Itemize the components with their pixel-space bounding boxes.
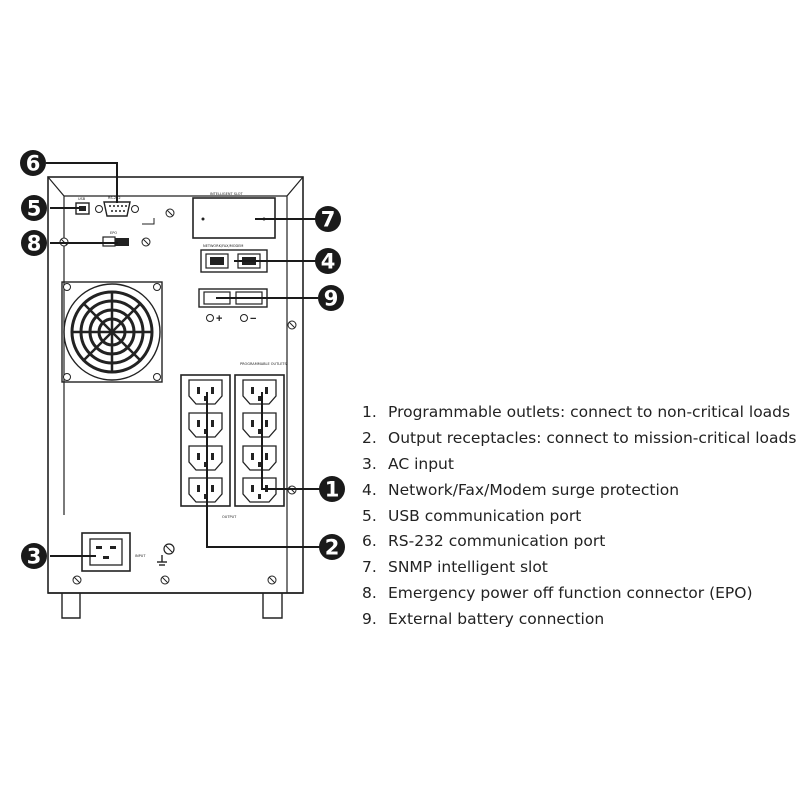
usb-port: USB: [75, 197, 90, 215]
epo-connector: EPO: [102, 231, 129, 247]
callout-2-number: 2: [325, 536, 340, 560]
surge-protection-ports: NETWORK/FAX/MODEM: [200, 244, 268, 273]
callout-7: 7: [315, 206, 341, 232]
legend-item: 4. Network/Fax/Modem surge protection: [362, 478, 796, 504]
callout-5-number: 5: [27, 197, 42, 221]
legend-item-text: Network/Fax/Modem surge protection: [388, 480, 680, 499]
legend-item-text: Output receptacles: connect to mission-c…: [388, 428, 797, 447]
legend-item-number: 2.: [362, 428, 377, 447]
battery-positive-label: +: [216, 313, 222, 325]
legend-item-text: USB communication port: [388, 506, 582, 525]
output-receptacles: [180, 374, 231, 507]
ups-cabinet: [47, 176, 304, 594]
callout-4-number: 4: [321, 250, 336, 274]
panel-bracket: [142, 218, 155, 225]
cabinet-feet: [61, 593, 283, 619]
legend-item: 7. SNMP intelligent slot: [362, 555, 796, 581]
leader-2: [206, 392, 322, 548]
callout-4: 4: [315, 248, 341, 274]
legend-item-text: AC input: [388, 454, 454, 473]
output-label: OUTPUT: [222, 515, 237, 519]
legend-item: 8. Emergency power off function connector…: [362, 581, 796, 607]
callout-5: 5: [21, 195, 47, 221]
legend-item: 3. AC input: [362, 452, 796, 478]
battery-connector: + −: [198, 288, 268, 325]
rs232-port: RS-232: [95, 196, 139, 217]
callout-9: 9: [318, 285, 344, 311]
surge-label: NETWORK/FAX/MODEM: [203, 244, 243, 248]
callout-2: 2: [319, 534, 345, 560]
leader-6: [46, 162, 118, 203]
legend-item: 5. USB communication port: [362, 504, 796, 530]
callout-6-number: 6: [26, 152, 41, 176]
usb-label: USB: [78, 197, 86, 201]
legend-item-text: Emergency power off function connector (…: [388, 584, 753, 603]
legend-item-text: Programmable outlets: connect to non-cri…: [388, 403, 791, 421]
rs232-label: RS-232: [108, 196, 121, 200]
legend-item: 2. Output receptacles: connect to mission…: [362, 426, 796, 452]
callout-leader-lines: [46, 162, 322, 557]
battery-negative-label: −: [250, 313, 256, 325]
legend-item: 6. RS-232 communication port: [362, 529, 796, 555]
ac-input-socket: INPUT: [81, 532, 146, 572]
programmable-outlets: PROGRAMMABLE OUTLETS: [234, 362, 288, 507]
legend-item-number: 1.: [362, 403, 377, 421]
leader-1: [261, 392, 322, 490]
callout-badges: 1 2 3 4 5 6 7 8: [20, 150, 345, 569]
callout-6: 6: [20, 150, 46, 176]
legend-item-number: 3.: [362, 454, 377, 473]
callout-8-number: 8: [27, 232, 42, 256]
callout-9-number: 9: [324, 287, 339, 311]
callout-7-number: 7: [321, 208, 336, 232]
legend-item-number: 8.: [362, 584, 377, 603]
callout-1: 1: [319, 476, 345, 502]
legend-item-number: 7.: [362, 558, 377, 577]
callout-8: 8: [21, 230, 47, 256]
epo-label: EPO: [110, 231, 117, 235]
ground-terminal: [157, 543, 175, 566]
legend-item-number: 9.: [362, 610, 377, 629]
legend-item-text: SNMP intelligent slot: [388, 558, 548, 577]
programmable-label: PROGRAMMABLE OUTLETS: [240, 362, 288, 366]
snmp-label: INTELLIGENT SLOT: [210, 192, 244, 196]
input-label: INPUT: [135, 554, 146, 558]
legend-item-number: 4.: [362, 480, 377, 499]
snmp-slot: INTELLIGENT SLOT: [192, 192, 276, 239]
callout-1-number: 1: [325, 478, 340, 502]
legend-item-number: 5.: [362, 506, 377, 525]
legend-item-text: RS-232 communication port: [388, 532, 606, 551]
legend-item: 1. Programmable outlets: connect to non-c…: [362, 400, 796, 426]
legend-item: 9. External battery connection: [362, 607, 796, 633]
legend-item-number: 6.: [362, 532, 377, 551]
legend-list: 1. Programmable outlets: connect to non-c…: [362, 400, 796, 633]
callout-3-number: 3: [27, 545, 42, 569]
callout-3: 3: [21, 543, 47, 569]
cooling-fan: [61, 281, 163, 383]
legend-item-text: External battery connection: [388, 610, 605, 629]
